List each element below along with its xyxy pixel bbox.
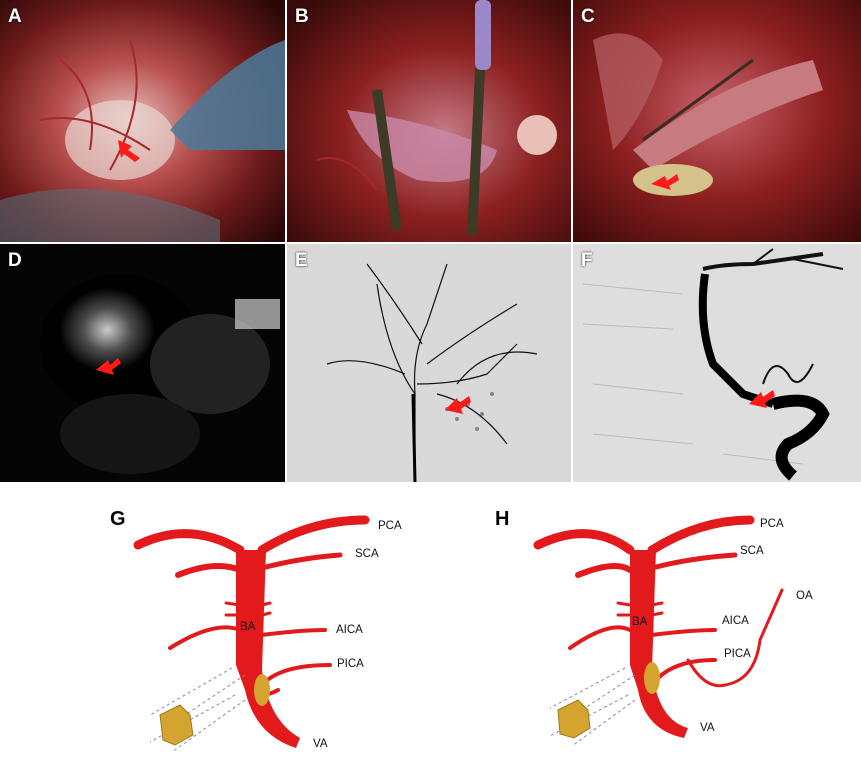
diagram-h: H PCA SCA OA BA AICA PICA VA	[430, 490, 860, 770]
diagram-label: H	[495, 508, 510, 530]
ba-label: BA	[632, 616, 648, 628]
arrow-icon	[749, 390, 775, 408]
mri-image	[0, 244, 285, 482]
vessel-diagram-g	[133, 515, 370, 753]
sca-label: SCA	[355, 548, 379, 560]
panel-a: A	[0, 0, 285, 242]
arrow-icon	[445, 396, 471, 414]
angiogram-e	[287, 244, 571, 482]
pca-label: PCA	[378, 520, 402, 532]
angiogram-f	[573, 244, 861, 482]
oa-label: OA	[796, 590, 813, 602]
panel-b: B	[287, 0, 571, 242]
panel-label: D	[8, 250, 22, 271]
pica-label: PICA	[337, 658, 364, 670]
panel-c: C	[573, 0, 861, 242]
pica-label: PICA	[724, 648, 751, 660]
arrow-icon	[118, 140, 140, 162]
ba-label: BA	[240, 621, 256, 633]
aica-label: AICA	[722, 615, 749, 627]
panel-label: C	[581, 6, 595, 27]
va-label: VA	[313, 738, 328, 750]
arrow-icon	[96, 358, 121, 375]
vessel-diagram-h	[533, 515, 784, 747]
diagram-label: G	[110, 508, 126, 530]
va-label: VA	[700, 722, 715, 734]
panel-f: F	[573, 244, 861, 482]
arrow-icon	[651, 174, 679, 190]
panel-label: F	[581, 250, 593, 271]
surgical-photo-b	[287, 0, 571, 242]
panel-label: B	[295, 6, 309, 27]
panel-label: A	[8, 6, 22, 27]
diagram-g: G PCA SCA BA AICA PICA VA	[0, 490, 430, 770]
panel-d: D	[0, 244, 285, 482]
pca-label: PCA	[760, 518, 784, 530]
aica-label: AICA	[336, 624, 363, 636]
surgical-photo-c	[573, 0, 861, 242]
sca-label: SCA	[740, 545, 764, 557]
surgical-photo-a	[0, 0, 285, 242]
panel-label: E	[295, 250, 308, 271]
panel-e: E	[287, 244, 571, 482]
